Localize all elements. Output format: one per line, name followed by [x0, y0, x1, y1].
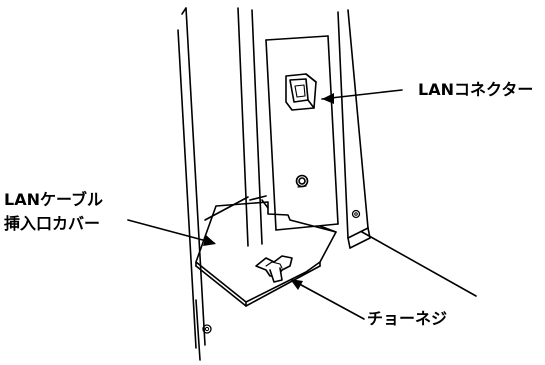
lan-cable-cover-plate: [195, 201, 337, 307]
plate-screw-icon: [295, 174, 309, 188]
lan-connector-label: LANコネクター: [418, 80, 534, 99]
housing-lower-edge: [195, 299, 212, 361]
connector-plate: [265, 35, 339, 231]
housing-back-wall: [237, 7, 269, 247]
housing-left-panel: [177, 7, 206, 349]
lan-cable-cover-label-line2: 挿入口カバー: [4, 214, 101, 233]
leader-cable-cover: [127, 219, 216, 246]
wing-screw-label: チョーネジ: [367, 309, 448, 328]
lan-cable-cover-label-line1: LANケーブル: [4, 190, 104, 209]
floor-lines: [204, 195, 477, 297]
wing-screw-icon: [255, 255, 293, 283]
housing-right-column: [337, 9, 371, 249]
leader-lan-connector: [321, 89, 403, 104]
leader-wing-screw: [290, 279, 365, 320]
lan-connector-icon: [285, 73, 317, 111]
